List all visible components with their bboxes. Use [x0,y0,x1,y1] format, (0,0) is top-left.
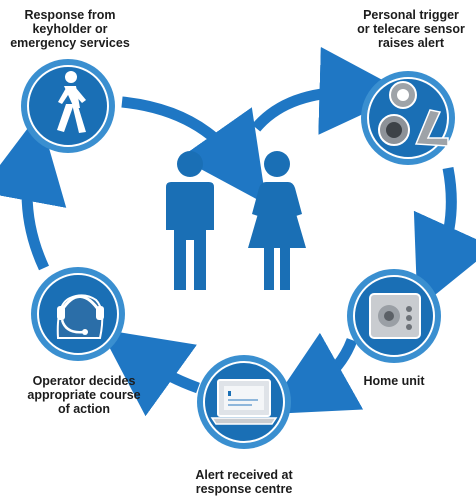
step-response-label: Response from keyholder or emergency ser… [0,8,140,50]
step-alert-circle [197,355,291,449]
step-response-line1: Response from [24,8,116,22]
step-operator-line1: Operator decides [32,374,136,388]
arrow-operator-to-response [0,113,67,271]
step-operator-circle [31,267,125,361]
operator-headset-icon [56,294,104,339]
step-response-line3: emergency services [10,36,130,50]
step-alert-line2: response centre [195,482,293,496]
step-home-unit-circle [347,269,441,363]
step-trigger-line2: or telecare sensor [357,22,465,36]
arrow-response-to-people [121,96,267,205]
home-unit-device-icon [369,293,421,339]
step-alert-label: Alert received at response centre [184,468,304,496]
arrow-people-to-trigger [251,46,408,135]
pendant-and-sensor-icon [378,81,449,147]
step-home-unit-line1: Home unit [363,374,425,388]
step-operator-line2: appropriate course [27,388,141,402]
step-trigger-circle [361,71,455,165]
laptop-alert-icon [210,379,278,425]
arrow-alert-to-operator [99,329,200,417]
step-operator-label: Operator decides appropriate course of a… [18,374,150,416]
step-trigger-label: Personal trigger or telecare sensor rais… [346,8,476,50]
step-response-circle [21,59,115,153]
step-trigger-line3: raises alert [377,36,445,50]
step-operator-line3: of action [57,402,111,416]
step-trigger-line1: Personal trigger [363,8,459,22]
arrow-trigger-to-home-unit [413,166,476,310]
step-alert-line1: Alert received at [195,468,293,482]
step-response-line2: keyholder or [32,22,108,36]
man-and-woman-icon [166,151,306,290]
walking-person-icon [57,71,86,133]
arrow-home-unit-to-alert [264,332,364,415]
step-home-unit-label: Home unit [346,374,442,388]
